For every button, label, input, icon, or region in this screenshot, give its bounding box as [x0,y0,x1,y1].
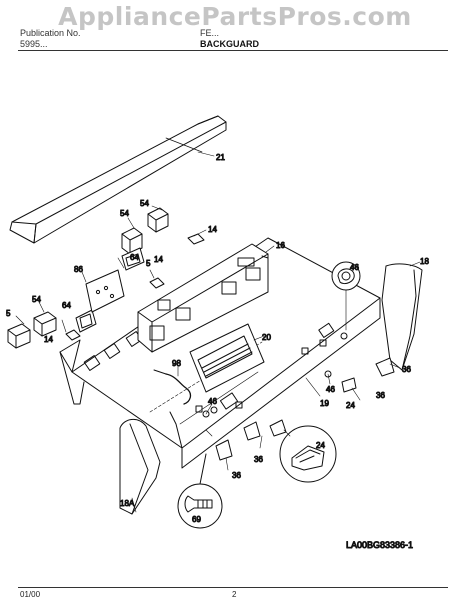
header-rule [18,50,448,51]
part-label-36-far-right: 36 [376,391,385,400]
part-label-18A: 18A [120,499,135,508]
part-label-54-left: 54 [32,295,41,304]
footer-page: 2 [232,590,237,599]
relay-switch-left [7,323,31,349]
part-label-16: 16 [276,241,285,250]
part-label-54-upper: 54 [120,209,129,218]
part-label-46-center: 46 [208,397,217,406]
switch-component [75,247,145,333]
part-label-36-lower: 36 [232,471,241,480]
part-label-14-top: 14 [208,225,217,234]
left-end-cap [119,419,161,515]
part-label-20: 20 [262,333,271,342]
publication-number: 5995... [20,39,48,49]
part-label-21: 21 [216,153,225,162]
part-label-46-bubble: 46 [350,263,359,272]
part-label-14-left: 14 [44,335,53,344]
clip-detail-bubble [331,261,361,291]
part-label-19: 19 [320,399,329,408]
part-label-5-left: 5 [6,309,11,318]
part-label-5: 5 [146,259,151,268]
part-label-86: 86 [74,265,83,274]
display-board [189,323,265,393]
control-knob [215,357,395,461]
watermark: AppliancePartsPros.com [58,2,412,31]
relay-switch-top [121,207,169,255]
part-label-64-left: 64 [62,301,71,310]
section-title: BACKGUARD [200,39,259,49]
screw-detail-bubble [177,453,223,529]
footer-date: 01/00 [20,590,41,599]
part-label-24-right: 24 [346,401,355,410]
part-label-18: 18 [420,257,429,266]
publication-label: Publication No. [20,28,81,38]
part-label-64-upper: 64 [130,253,139,262]
part-label-14-middle: 14 [154,255,163,264]
leader-lines [15,151,421,513]
part-label-36-center: 36 [254,455,263,464]
top-trim-part [9,115,227,244]
part-label-24-bubble: 24 [316,441,325,450]
part-label-98: 98 [172,359,181,368]
part-label-46-right: 46 [326,385,335,394]
footer-rule [18,587,448,588]
wire-harness [165,373,192,405]
part-label-54-top: 54 [140,199,149,208]
figure-id: LA00BG83386-1 [346,540,413,550]
relay-switch-middle [33,311,57,337]
part-label-69: 69 [192,515,201,524]
model-label: FE... [200,28,220,38]
right-end-cap [381,263,423,371]
control-panel [137,243,269,353]
part-label-36-right: 36 [402,365,411,374]
knob-detail-bubble [279,425,337,483]
